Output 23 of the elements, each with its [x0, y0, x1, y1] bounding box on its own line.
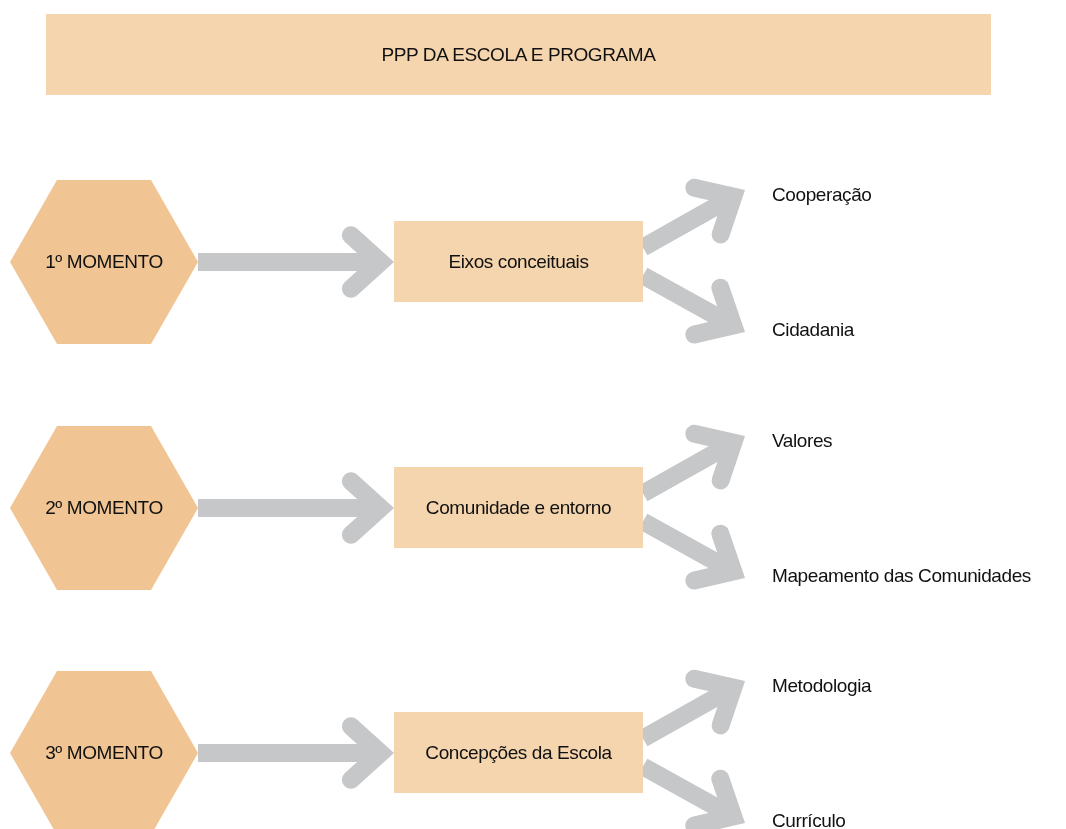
stage-hexagon: [10, 426, 198, 590]
node-text: Eixos conceituais: [448, 250, 589, 273]
chevron-arrow: [198, 226, 394, 298]
node-text: Valores: [772, 430, 833, 452]
stage-hexagon: [10, 180, 198, 344]
node-text: Mapeamento das Comunidades: [772, 565, 1031, 587]
node-text: PPP DA ESCOLA E PROGRAMA: [381, 43, 656, 66]
chevron-arrow: [198, 472, 394, 544]
chevron-arrow: [198, 717, 394, 789]
node-text: Concepções da Escola: [425, 741, 612, 764]
topic-box: [394, 467, 643, 548]
node-text: 3º MOMENTO: [45, 742, 163, 764]
node-text: Metodologia: [772, 675, 872, 697]
stage-hexagon: [10, 671, 198, 829]
topic-box: [394, 712, 643, 793]
title-banner: [46, 14, 991, 95]
node-text: Cooperação: [772, 184, 872, 206]
node-text: 1º MOMENTO: [45, 251, 163, 273]
node-text: Currículo: [772, 810, 846, 829]
topic-box: [394, 221, 643, 302]
node-text: Comunidade e entorno: [425, 496, 612, 519]
node-text: 2º MOMENTO: [45, 497, 163, 519]
node-text: Cidadania: [772, 319, 854, 341]
